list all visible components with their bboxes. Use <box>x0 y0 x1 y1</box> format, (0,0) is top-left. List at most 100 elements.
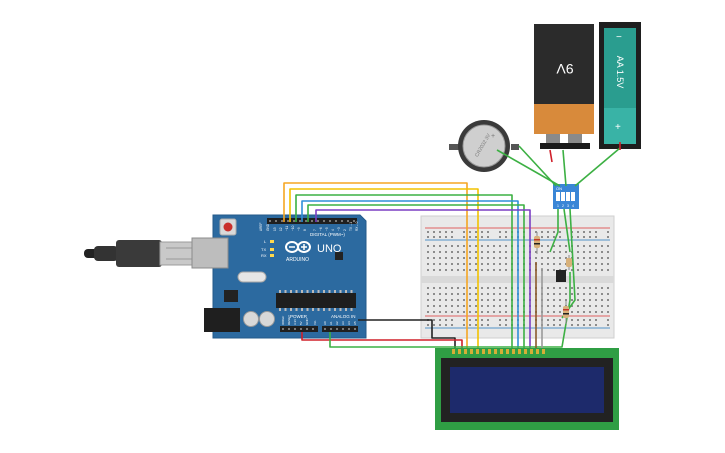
breadboard-hole[interactable] <box>559 305 561 307</box>
breadboard-hole[interactable] <box>559 299 561 301</box>
digital-pin-hole[interactable] <box>281 220 283 222</box>
breadboard-hole[interactable] <box>451 263 453 265</box>
digital-pin-hole[interactable] <box>293 220 295 222</box>
rail-hole[interactable] <box>577 319 579 321</box>
breadboard-hole[interactable] <box>439 263 441 265</box>
breadboard-hole[interactable] <box>505 263 507 265</box>
breadboard-hole[interactable] <box>595 245 597 247</box>
rail-hole[interactable] <box>463 236 465 238</box>
breadboard-hole[interactable] <box>475 257 477 259</box>
atmega-pin[interactable] <box>279 290 281 293</box>
rail-hole[interactable] <box>589 324 591 326</box>
breadboard-hole[interactable] <box>553 305 555 307</box>
breadboard-hole[interactable] <box>463 251 465 253</box>
rail-hole[interactable] <box>499 319 501 321</box>
breadboard-hole[interactable] <box>505 299 507 301</box>
breadboard-hole[interactable] <box>571 293 573 295</box>
breadboard-hole[interactable] <box>481 293 483 295</box>
lcd-pin[interactable] <box>494 349 497 354</box>
digital-pin-hole[interactable] <box>341 220 343 222</box>
breadboard-hole[interactable] <box>463 263 465 265</box>
reset-button-cap[interactable] <box>223 222 233 232</box>
breadboard-hole[interactable] <box>433 263 435 265</box>
wire-green[interactable] <box>295 194 513 350</box>
rail-hole[interactable] <box>589 231 591 233</box>
power-pin-hole[interactable] <box>288 328 290 330</box>
breadboard-hole[interactable] <box>595 257 597 259</box>
breadboard-hole[interactable] <box>505 269 507 271</box>
lcd-pin[interactable] <box>464 349 467 354</box>
lcd-pin[interactable] <box>536 349 539 354</box>
breadboard-hole[interactable] <box>595 293 597 295</box>
analog-pin-hole[interactable] <box>330 328 332 330</box>
lcd-pin[interactable] <box>470 349 473 354</box>
breadboard-hole[interactable] <box>463 311 465 313</box>
rail-hole[interactable] <box>445 236 447 238</box>
breadboard-hole[interactable] <box>565 293 567 295</box>
breadboard-hole[interactable] <box>463 245 465 247</box>
atmega-pin[interactable] <box>323 290 325 293</box>
breadboard-hole[interactable] <box>481 263 483 265</box>
rail-hole[interactable] <box>607 324 609 326</box>
rail-hole[interactable] <box>577 324 579 326</box>
rail-hole[interactable] <box>469 324 471 326</box>
rail-hole[interactable] <box>547 324 549 326</box>
breadboard-hole[interactable] <box>493 287 495 289</box>
rail-hole[interactable] <box>535 231 537 233</box>
breadboard-hole[interactable] <box>559 311 561 313</box>
breadboard-hole[interactable] <box>505 245 507 247</box>
resistor[interactable] <box>563 300 569 324</box>
breadboard-hole[interactable] <box>607 263 609 265</box>
breadboard-hole[interactable] <box>547 287 549 289</box>
breadboard-hole[interactable] <box>469 263 471 265</box>
breadboard-hole[interactable] <box>505 311 507 313</box>
wire-green[interactable] <box>563 208 571 253</box>
breadboard-hole[interactable] <box>493 245 495 247</box>
lcd-pin[interactable] <box>512 349 515 354</box>
rail-hole[interactable] <box>445 319 447 321</box>
atmega-pin[interactable] <box>306 308 309 311</box>
rail-hole[interactable] <box>445 324 447 326</box>
breadboard-hole[interactable] <box>547 251 549 253</box>
analog-pin-hole[interactable] <box>324 328 326 330</box>
breadboard-hole[interactable] <box>427 245 429 247</box>
power-pin-hole[interactable] <box>282 328 284 330</box>
breadboard-hole[interactable] <box>439 287 441 289</box>
atmega-pin[interactable] <box>312 308 314 311</box>
digital-pin-hole[interactable] <box>299 220 301 222</box>
breadboard-hole[interactable] <box>493 299 495 301</box>
breadboard-hole[interactable] <box>565 251 567 253</box>
breadboard-hole[interactable] <box>451 311 453 313</box>
breadboard-hole[interactable] <box>559 263 561 265</box>
rail-hole[interactable] <box>571 324 573 326</box>
rail-hole[interactable] <box>433 319 435 321</box>
rail-hole[interactable] <box>475 319 477 321</box>
atmega-pin[interactable] <box>317 308 320 311</box>
rail-hole[interactable] <box>505 324 507 326</box>
wire-purple[interactable] <box>315 209 531 350</box>
breadboard-hole[interactable] <box>553 263 555 265</box>
breadboard-hole[interactable] <box>577 299 579 301</box>
breadboard-hole[interactable] <box>541 245 543 247</box>
breadboard-hole[interactable] <box>589 257 591 259</box>
breadboard-hole[interactable] <box>553 287 555 289</box>
atmega-pin[interactable] <box>284 308 287 311</box>
rail-hole[interactable] <box>595 324 597 326</box>
battery-aa[interactable]: AA 1.5V − + <box>599 22 641 149</box>
breadboard-hole[interactable] <box>583 311 585 313</box>
usb-cable[interactable] <box>84 240 197 267</box>
breadboard-hole[interactable] <box>493 257 495 259</box>
breadboard-hole[interactable] <box>499 269 501 271</box>
digital-pin-hole[interactable] <box>353 220 355 222</box>
rail-hole[interactable] <box>427 236 429 238</box>
rail-hole[interactable] <box>487 319 489 321</box>
breadboard-hole[interactable] <box>427 299 429 301</box>
resistor[interactable] <box>566 255 572 270</box>
breadboard-hole[interactable] <box>577 251 579 253</box>
breadboard-hole[interactable] <box>481 251 483 253</box>
breadboard-hole[interactable] <box>571 299 573 301</box>
breadboard-hole[interactable] <box>457 287 459 289</box>
lcd-pin[interactable] <box>488 349 491 354</box>
rail-hole[interactable] <box>547 319 549 321</box>
lcd-pin[interactable] <box>500 349 503 354</box>
